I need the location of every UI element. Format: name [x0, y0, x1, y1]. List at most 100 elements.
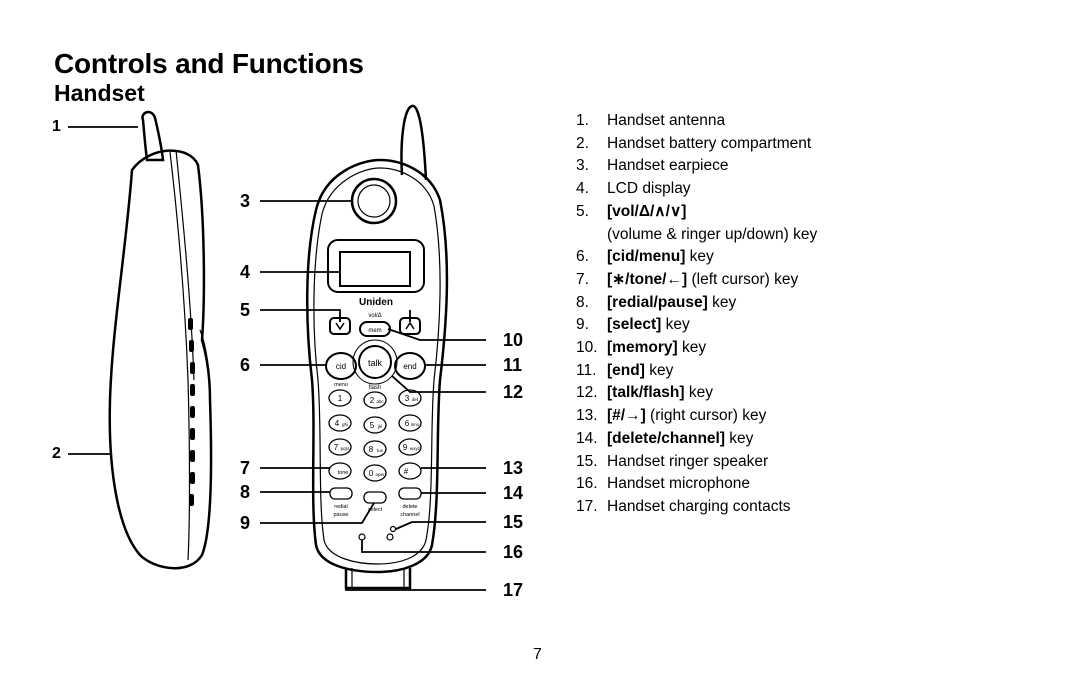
parts-list-text: Handset charging contacts [607, 497, 791, 515]
callout-14: 14 [503, 483, 524, 503]
key-8: 8 [369, 445, 374, 454]
parts-list-number: 9. [576, 316, 589, 334]
parts-list-item: 8.[redial/pause] key [576, 292, 817, 315]
key-7: 7 [334, 443, 339, 452]
parts-list-text: (volume & ringer up/down) key [607, 225, 818, 243]
key-9: 9 [403, 443, 408, 452]
parts-list-text: key [661, 316, 690, 334]
channel-label: channel [400, 512, 419, 518]
callout-7: 7 [240, 458, 251, 478]
callout-8: 8 [240, 482, 251, 502]
key-4: 4 [335, 419, 340, 428]
parts-list-text: (right cursor) key [645, 407, 767, 425]
key-letters-oper: oper [375, 472, 385, 477]
parts-list-item: 10. [memory] key [576, 337, 817, 360]
parts-list-item: 11.[end] key [576, 360, 817, 383]
parts-list-item: 6. [cid/menu] key [576, 246, 817, 269]
parts-list-number: 6. [576, 248, 589, 266]
parts-list-number: 10. [576, 339, 598, 357]
parts-list-item: 5. [vol/Δ/∧/∨] [576, 201, 817, 224]
key-5: 5 [370, 421, 375, 430]
key-letters-tuv: tuv [377, 448, 384, 453]
callout-2: 2 [52, 445, 61, 462]
key-letters-abc: abc [376, 399, 384, 404]
brand-logo: Uniden [359, 297, 393, 308]
page-number: 7 [533, 646, 542, 663]
callout-3: 3 [240, 191, 251, 211]
key-letters-jkl: jkl [377, 424, 382, 429]
parts-list-number: 3. [576, 157, 589, 175]
parts-list-item: 13. [#/→] (right cursor) key [576, 405, 817, 428]
parts-list-key-name: [delete/channel] [607, 429, 725, 447]
parts-list-number: 1. [576, 112, 589, 129]
callout-13: 13 [503, 458, 524, 478]
parts-list-text: (left cursor) key [687, 270, 799, 288]
parts-list-item: 16. Handset microphone [576, 473, 817, 496]
key-letters-wxyz: wxyz [410, 446, 421, 451]
callout-1: 1 [52, 118, 61, 135]
callout-10: 10 [503, 330, 524, 350]
redial-label: redial [334, 504, 347, 510]
key-0: 0 [369, 469, 374, 478]
parts-list-number: 12. [576, 384, 598, 402]
parts-list-key-name: [memory] [607, 339, 678, 357]
flash-label: flash [369, 385, 382, 391]
parts-list-number: 7. [576, 270, 589, 288]
parts-list-text: key [684, 384, 713, 402]
parts-list-key-name: [redial/pause] [607, 293, 708, 311]
talk-label: talk [368, 358, 383, 368]
parts-list-key-name: [end] [607, 361, 645, 379]
parts-list-text: key [707, 293, 737, 311]
parts-list-key-name: [#/→] [607, 407, 646, 425]
parts-list-key-name: [select] [607, 316, 662, 334]
key-letters-def: def [412, 397, 419, 402]
end-label: end [403, 362, 416, 371]
delete-label: delete [403, 504, 418, 510]
parts-list-key-name: [cid/menu] [607, 248, 686, 266]
pause-label: pause [334, 512, 349, 518]
callout-5: 5 [240, 300, 251, 320]
key-hash: # [404, 467, 409, 476]
key-6: 6 [405, 419, 410, 428]
parts-list-item: 9. [select] key [576, 314, 817, 337]
handset-side-view [108, 110, 213, 570]
handset-front-view [306, 104, 449, 590]
mem-label: mem [368, 328, 381, 334]
parts-list-number: 5. [576, 202, 589, 220]
cid-label: cid [336, 362, 346, 371]
page-title: Controls and Functions [54, 48, 364, 79]
parts-list-text: key [685, 248, 714, 266]
parts-list-key-name: [vol/Δ/∧/∨] [607, 202, 687, 220]
parts-list-number: 16. [576, 475, 598, 493]
parts-list-item: 12. [talk/flash] key [576, 382, 817, 405]
callout-6: 6 [240, 355, 251, 375]
callout-11: 11 [503, 355, 523, 375]
parts-list-text: key [677, 339, 707, 357]
parts-list-text: LCD display [607, 180, 691, 198]
callout-16: 16 [503, 542, 524, 562]
section-subtitle: Handset [54, 80, 145, 106]
parts-list-text: key [644, 361, 674, 379]
parts-list-item: 15.Handset ringer speaker [576, 451, 817, 474]
parts-list-item: 4.LCD display [576, 178, 817, 201]
tone-label: tone [338, 470, 349, 476]
parts-list-number: 14. [576, 429, 598, 447]
key-letters-ghi: ghi [342, 422, 348, 427]
key-letters-pqrs: pqrs [341, 446, 351, 451]
parts-list-text: Handset microphone [607, 475, 751, 493]
menu-label: menu [334, 382, 348, 388]
parts-list-number: 13. [576, 407, 598, 425]
callout-17: 17 [503, 580, 524, 600]
parts-list-item: 3.Handset earpiece [576, 155, 817, 178]
callout-15: 15 [503, 512, 524, 532]
parts-list-number: 2. [576, 134, 589, 152]
key-3: 3 [405, 394, 410, 403]
parts-list-item: (volume & ringer up/down) key [576, 224, 817, 247]
parts-list-item: 2.Handset battery compartment [576, 133, 817, 156]
parts-list-item: 14.[delete/channel] key [576, 428, 817, 451]
parts-list-key-name: [talk/flash] [607, 384, 685, 402]
callout-9: 9 [240, 513, 251, 533]
parts-list-text: Handset ringer speaker [607, 452, 769, 470]
